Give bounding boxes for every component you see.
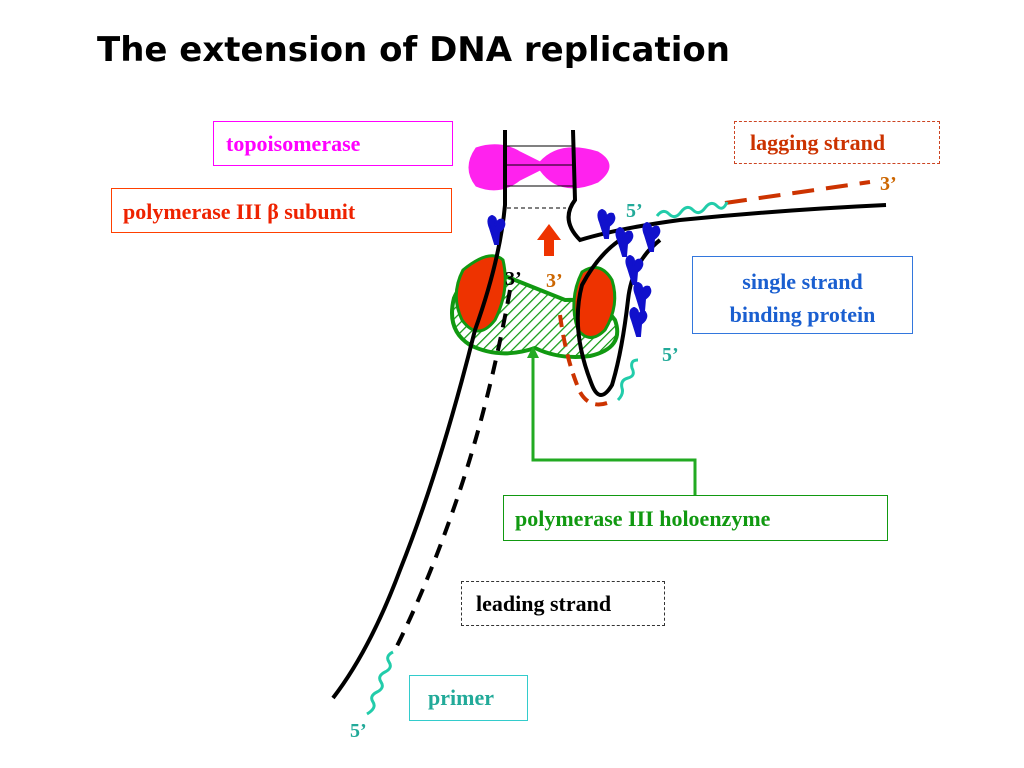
ssb-protein-icon [629, 306, 648, 337]
beta-subunit-label: polymerase III β subunit [111, 188, 452, 233]
leading-strand-label: leading strand [461, 581, 665, 626]
lagging-primer-loop [616, 358, 639, 402]
ssb-protein-icon [597, 208, 616, 239]
lagging-primer-top [655, 201, 729, 219]
primer-label: primer [409, 675, 528, 721]
topoisomerase-label: topoisomerase [213, 121, 453, 166]
lagging-5-prime-loop: 5’ [662, 344, 679, 366]
holoenzyme-text: polymerase III holoenzyme [515, 506, 771, 531]
ssb-proteins [487, 208, 661, 337]
lagging-strand-label: lagging strand [734, 121, 940, 164]
beta-subunit-text: polymerase III β subunit [123, 199, 356, 224]
lagging-template-strand [566, 129, 887, 243]
ssb-protein-icon [615, 226, 634, 257]
holoenzyme-pointer-line [531, 352, 697, 495]
ssb-text-line1: single strand [742, 269, 863, 294]
page-title: The extension of DNA replication [97, 30, 730, 70]
topoisomerase-protein [468, 144, 610, 191]
leading-template-strand [331, 130, 507, 700]
leading-3-prime-end: 3’ [505, 268, 522, 290]
leading-primer [366, 650, 394, 716]
lagging-3-prime-end: 3’ [880, 173, 897, 195]
lagging-strand-new [558, 314, 611, 407]
ssb-label: single strand binding protein [692, 256, 913, 334]
ssb-protein-icon [633, 281, 652, 312]
fork-direction-arrow-icon [537, 224, 561, 256]
leading-strand-text: leading strand [476, 591, 612, 616]
lagging-strand-okazaki [724, 180, 871, 205]
lagging-3-prime-core: 3’ [546, 270, 563, 292]
ssb-protein-icon [487, 214, 506, 245]
lagging-template-loop [575, 238, 662, 397]
lagging-strand-text: lagging strand [750, 130, 886, 155]
ssb-protein-icon [625, 254, 644, 285]
primer-text: primer [428, 685, 494, 710]
ssb-text-line2: binding protein [729, 302, 876, 327]
lagging-5-prime-top: 5’ [626, 200, 643, 222]
topoisomerase-text: topoisomerase [226, 131, 361, 156]
primer-5-prime-end: 5’ [350, 720, 367, 742]
ssb-protein-icon [642, 221, 661, 252]
holoenzyme-label: polymerase III holoenzyme [503, 495, 888, 541]
